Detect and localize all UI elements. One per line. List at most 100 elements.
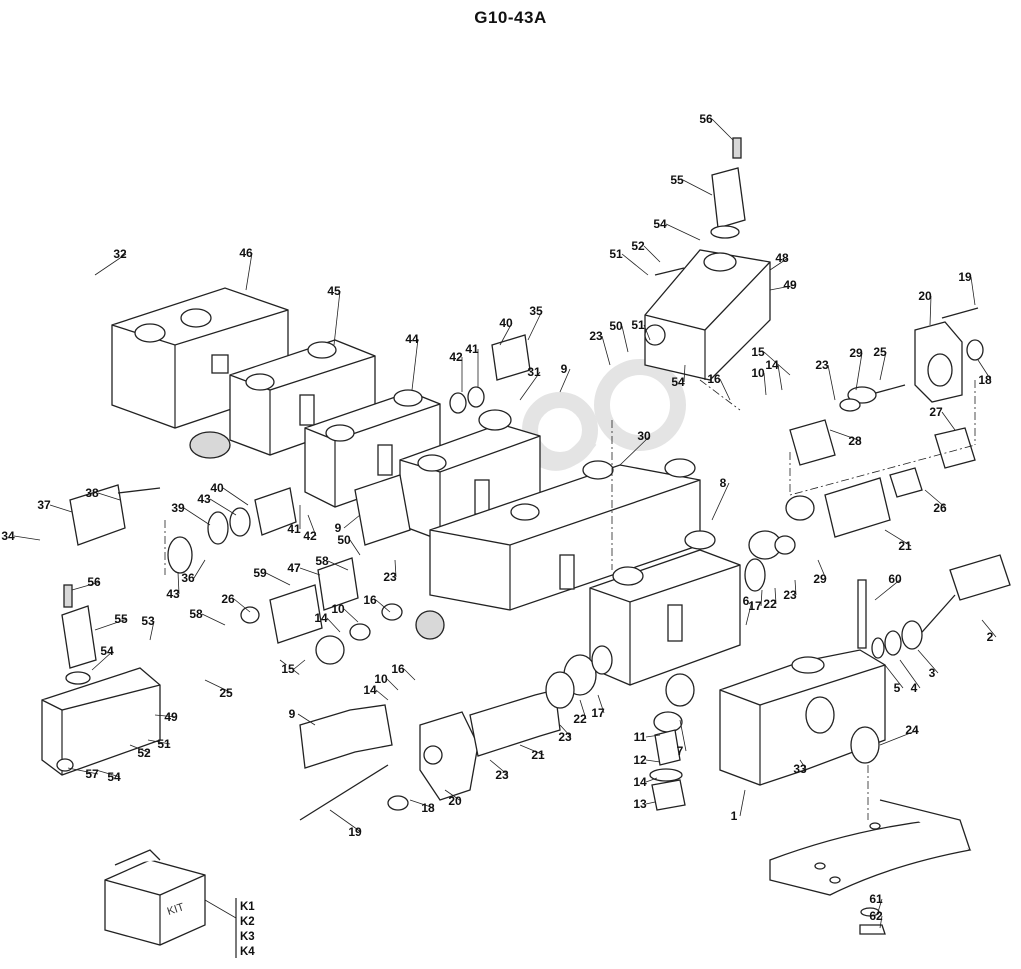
part-callout-52: 52 bbox=[137, 746, 151, 760]
part-callout-59: 59 bbox=[253, 566, 267, 580]
callout-leader-30 bbox=[619, 435, 651, 466]
callout-leader-33 bbox=[799, 759, 807, 770]
callout-leader-58 bbox=[201, 613, 226, 626]
callout-leader-3 bbox=[917, 649, 939, 674]
kit-item-k2: K2 bbox=[240, 916, 255, 928]
callout-leader-53 bbox=[149, 620, 155, 641]
part-callout-19: 19 bbox=[348, 825, 362, 839]
part-callout-54: 54 bbox=[653, 217, 667, 231]
part-callout-23: 23 bbox=[495, 768, 509, 782]
callout-leader-47 bbox=[299, 567, 321, 576]
part-callout-9: 9 bbox=[289, 707, 296, 721]
callout-leader-8 bbox=[711, 482, 730, 521]
callout-leader-14 bbox=[326, 617, 341, 633]
part-callout-49: 49 bbox=[164, 710, 178, 724]
callout-leader-40 bbox=[499, 322, 513, 346]
callout-leader-20 bbox=[929, 295, 932, 326]
callout-leader-18 bbox=[977, 359, 992, 381]
callout-leader-52 bbox=[643, 245, 661, 263]
part-callout-22: 22 bbox=[573, 712, 587, 726]
part-callout-15: 15 bbox=[751, 345, 765, 359]
callout-leader-10 bbox=[763, 372, 767, 396]
callout-leader-23 bbox=[559, 724, 572, 738]
part-callout-18: 18 bbox=[978, 373, 992, 387]
part-callout-11: 11 bbox=[634, 730, 647, 744]
part-callout-41: 41 bbox=[465, 342, 479, 356]
part-callout-19: 19 bbox=[958, 270, 972, 284]
part-callout-14: 14 bbox=[314, 611, 328, 625]
part-callout-2: 2 bbox=[987, 630, 994, 644]
page-title: G10-43A bbox=[474, 8, 547, 27]
callout-leader-4 bbox=[899, 659, 921, 689]
part-callout-51: 51 bbox=[157, 737, 171, 751]
callout-leader-56 bbox=[71, 581, 101, 591]
part-callout-52: 52 bbox=[631, 239, 645, 253]
part-callout-45: 45 bbox=[327, 284, 341, 298]
part-callout-44: 44 bbox=[405, 332, 419, 346]
callout-leader-49 bbox=[154, 714, 178, 718]
right-cartridge-parts bbox=[744, 307, 984, 592]
callout-leader-49 bbox=[769, 284, 797, 291]
part-callout-37: 37 bbox=[37, 498, 51, 512]
part-callout-23: 23 bbox=[383, 570, 397, 584]
callout-leader-55 bbox=[682, 179, 713, 196]
part-callout-33: 33 bbox=[793, 762, 807, 776]
part-callout-48: 48 bbox=[775, 251, 789, 265]
part-callout-24: 24 bbox=[905, 723, 919, 737]
callout-leader-55 bbox=[94, 618, 128, 631]
kit-item-k3: K3 bbox=[240, 931, 255, 943]
part-callout-56: 56 bbox=[699, 112, 713, 126]
kit-box: KIT K1 K2 K3 K4 bbox=[104, 849, 255, 958]
left-solenoid-block bbox=[41, 484, 161, 776]
callout-leader-16 bbox=[375, 599, 391, 613]
callout-leader-28 bbox=[829, 429, 862, 442]
part-callout-17: 17 bbox=[748, 599, 762, 613]
part-callout-23: 23 bbox=[783, 588, 797, 602]
part-callout-51: 51 bbox=[609, 247, 623, 261]
callout-leader-23 bbox=[601, 335, 611, 366]
callout-leader-5 bbox=[884, 664, 904, 689]
callout-leader-56 bbox=[711, 118, 734, 141]
callout-leader-62 bbox=[879, 915, 883, 929]
callout-leader-32 bbox=[94, 253, 127, 276]
callout-leader-54 bbox=[683, 364, 686, 383]
part-callout-22: 22 bbox=[763, 597, 777, 611]
callout-leader-10 bbox=[386, 678, 399, 691]
callout-leader-52 bbox=[129, 744, 151, 754]
callout-leader-16 bbox=[403, 668, 416, 681]
end-section-33 bbox=[719, 554, 1011, 786]
callout-leader-25 bbox=[204, 679, 233, 694]
callout-leader-61 bbox=[877, 898, 883, 913]
callout-leader-48 bbox=[769, 257, 789, 271]
part-callout-60: 60 bbox=[888, 572, 902, 586]
part-callout-25: 25 bbox=[873, 345, 887, 359]
lower-center-parts bbox=[299, 645, 695, 821]
part-callout-41: 41 bbox=[287, 522, 301, 536]
callout-leader-1 bbox=[739, 789, 746, 817]
part-callout-31: 31 bbox=[527, 365, 541, 379]
part-callout-51: 51 bbox=[631, 318, 645, 332]
part-callout-42: 42 bbox=[449, 350, 463, 364]
part-callout-16: 16 bbox=[707, 372, 721, 386]
callout-leader-20 bbox=[444, 789, 462, 802]
part-callout-14: 14 bbox=[633, 775, 647, 789]
part-callout-57: 57 bbox=[85, 767, 99, 781]
callout-leader-43 bbox=[209, 498, 237, 516]
part-callout-54: 54 bbox=[107, 770, 121, 784]
callout-leader-2 bbox=[981, 619, 997, 638]
part-callout-58: 58 bbox=[315, 554, 329, 568]
callout-leader-10 bbox=[343, 608, 359, 623]
callout-leader-16 bbox=[719, 378, 731, 401]
part-callout-32: 32 bbox=[113, 247, 127, 261]
part-callout-55: 55 bbox=[114, 612, 128, 626]
callout-leader-19 bbox=[970, 276, 976, 306]
part-callout-39: 39 bbox=[171, 501, 185, 515]
callout-leader-22 bbox=[774, 587, 777, 605]
part-callout-3: 3 bbox=[929, 666, 936, 680]
callout-leader-23 bbox=[489, 759, 509, 776]
callout-leader-21 bbox=[519, 744, 545, 756]
part-callout-23: 23 bbox=[558, 730, 572, 744]
callout-leader-13 bbox=[645, 801, 656, 805]
kit-box-text: KIT bbox=[166, 901, 186, 918]
part-callout-8: 8 bbox=[720, 476, 727, 490]
